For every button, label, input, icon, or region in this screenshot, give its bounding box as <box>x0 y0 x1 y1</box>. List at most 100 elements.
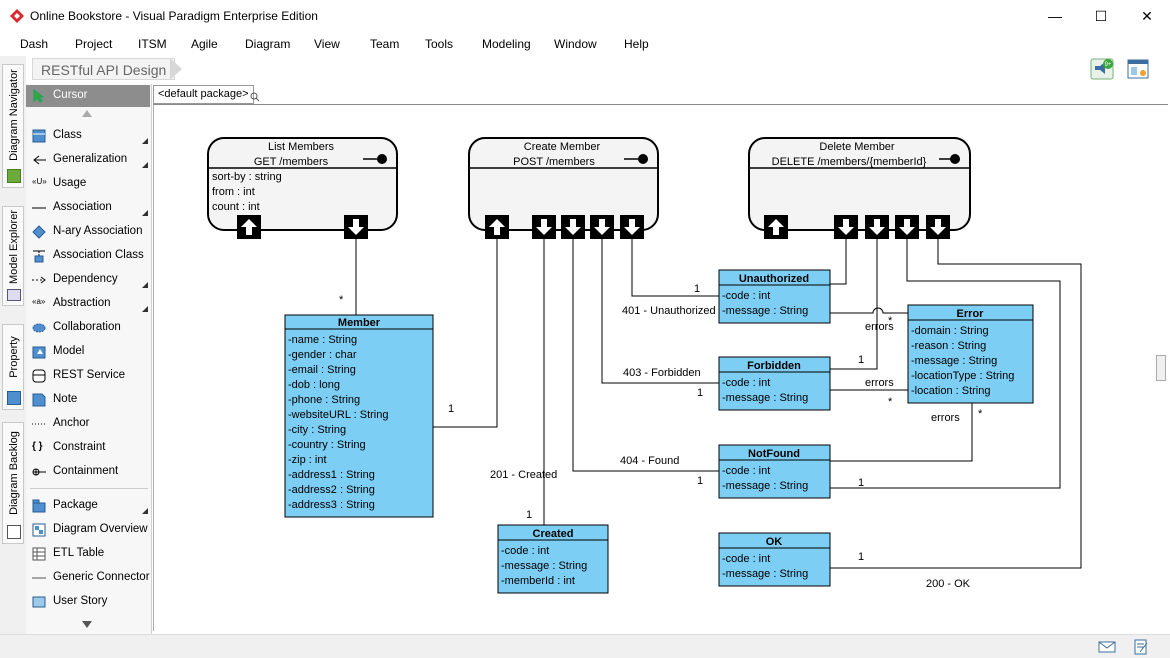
palette-note[interactable]: Note <box>26 389 150 411</box>
menu-view[interactable]: View <box>314 37 340 51</box>
palette-abstraction[interactable]: «a» Abstraction <box>26 293 150 315</box>
abstraction-icon: «a» <box>32 297 46 306</box>
resource-endpoint: POST /members <box>513 156 595 168</box>
connector-delete-unauthorized[interactable] <box>830 239 847 285</box>
menu-agile[interactable]: Agile <box>191 37 218 51</box>
menu-itsm[interactable]: ITSM <box>138 37 167 51</box>
class-attribute: -code : int <box>722 553 770 565</box>
palette-package[interactable]: Package <box>26 495 150 517</box>
connector-unauthorized-error[interactable] <box>830 307 908 314</box>
palette-containment[interactable]: Containment <box>26 461 150 483</box>
resource-delete-member[interactable]: Delete Member DELETE /members/{memberId} <box>748 137 971 239</box>
palette-dependency[interactable]: Dependency <box>26 269 150 291</box>
diagram-svg[interactable]: List Members GET /members sort-by : stri… <box>154 105 1168 631</box>
class-created[interactable]: Created -code : int -message : String -m… <box>497 524 609 594</box>
tab-model-explorer[interactable]: Model Explorer <box>2 206 24 306</box>
connector-create-unauthorized[interactable] <box>631 239 719 297</box>
palette-user-story[interactable]: User Story <box>26 591 150 613</box>
search-icon[interactable] <box>250 92 260 102</box>
expand-icon <box>142 508 148 514</box>
diagram-canvas[interactable]: List Members GET /members sort-by : stri… <box>153 104 1168 631</box>
palette-class[interactable]: Class <box>26 125 150 147</box>
palette-package-label: Package <box>53 499 98 511</box>
palette-diagram-overview[interactable]: Diagram Overview <box>26 519 150 541</box>
scroll-down-icon[interactable] <box>82 621 92 628</box>
breadcrumb[interactable]: RESTful API Design <box>32 58 176 80</box>
menu-project[interactable]: Project <box>75 37 113 51</box>
tab-diagram-backlog[interactable]: Diagram Backlog <box>2 422 24 544</box>
package-tab[interactable]: <default package> <box>153 85 254 104</box>
lollipop-icon <box>638 154 648 164</box>
notifications-icon[interactable]: 9+ <box>1090 58 1114 80</box>
connector-create-notfound[interactable] <box>572 239 719 472</box>
connector-delete-notfound[interactable] <box>830 239 1061 489</box>
class-unauthorized[interactable]: Unauthorized -code : int -message : Stri… <box>718 269 831 324</box>
palette-cursor[interactable]: Cursor <box>26 85 150 107</box>
scroll-up-icon[interactable] <box>82 110 92 117</box>
class-error[interactable]: Error -domain : String -reason : String … <box>907 304 1034 404</box>
palette-usage[interactable]: «U» Usage <box>26 173 150 195</box>
panel-resize-handle[interactable] <box>1156 355 1166 381</box>
tab-diagram-navigator[interactable]: Diagram Navigator <box>2 64 24 188</box>
class-notfound[interactable]: NotFound -code : int -message : String <box>718 444 831 499</box>
class-forbidden[interactable]: Forbidden -code : int -message : String <box>718 356 831 411</box>
class-member[interactable]: Member -name : String -gender : char -em… <box>284 314 434 518</box>
connector-create-member[interactable] <box>433 239 498 428</box>
menu-help[interactable]: Help <box>624 37 649 51</box>
connector-create-forbidden[interactable] <box>601 239 719 384</box>
class-attribute: -email : String <box>288 364 356 376</box>
resource-list-members[interactable]: List Members GET /members sort-by : stri… <box>207 137 398 239</box>
role-label: 403 - Forbidden <box>623 367 701 379</box>
resource-param: sort-by : string <box>212 171 282 183</box>
palette-anchor[interactable]: Anchor <box>26 413 150 435</box>
multiplicity-label: * <box>888 396 893 408</box>
palette-association[interactable]: Association <box>26 197 150 219</box>
window-title: Online Bookstore - Visual Paradigm Enter… <box>30 9 318 23</box>
menu-dash[interactable]: Dash <box>20 37 49 51</box>
notes-icon[interactable] <box>1132 639 1150 655</box>
palette-nary-association[interactable]: N-ary Association <box>26 221 150 243</box>
menu-diagram[interactable]: Diagram <box>245 37 291 51</box>
layout-settings-icon[interactable] <box>1126 58 1150 80</box>
model-icon <box>32 346 46 359</box>
palette-abstraction-label: Abstraction <box>53 297 111 309</box>
palette-note-label: Note <box>53 393 78 405</box>
palette-model[interactable]: Model <box>26 341 150 363</box>
tab-property[interactable]: Property <box>2 324 24 410</box>
palette-generalization[interactable]: Generalization <box>26 149 150 171</box>
containment-icon <box>32 468 46 476</box>
palette-generic-connector[interactable]: Generic Connector <box>26 567 150 589</box>
class-attribute: -memberId : int <box>501 575 575 587</box>
class-ok[interactable]: OK -code : int -message : String <box>718 532 831 587</box>
palette-rest-service-label: REST Service <box>53 369 126 381</box>
connector-delete-ok[interactable] <box>830 239 1082 569</box>
maximize-button[interactable]: ☐ <box>1078 0 1124 32</box>
role-label: 401 - Unauthorized <box>622 305 716 317</box>
close-button[interactable]: ✕ <box>1124 0 1170 32</box>
menu-modeling[interactable]: Modeling <box>482 37 531 51</box>
class-attribute: -country : String <box>288 439 366 451</box>
menu-window[interactable]: Window <box>554 37 597 51</box>
connector-delete-forbidden[interactable] <box>830 239 878 370</box>
minimize-button[interactable]: — <box>1032 0 1078 32</box>
menu-team[interactable]: Team <box>370 37 400 51</box>
mail-icon[interactable] <box>1098 639 1116 655</box>
palette-etl-table[interactable]: ETL Table <box>26 543 150 565</box>
connector-notfound-error[interactable] <box>830 403 973 462</box>
nary-association-icon <box>32 225 46 239</box>
palette-containment-label: Containment <box>53 465 119 477</box>
resource-create-member[interactable]: Create Member POST /members <box>468 137 659 239</box>
menu-tools[interactable]: Tools <box>425 37 454 51</box>
palette-association-class[interactable]: Association Class <box>26 245 150 267</box>
multiplicity-label: 1 <box>858 477 864 489</box>
class-attribute: -name : String <box>288 334 357 346</box>
palette-rest-service[interactable]: REST Service <box>26 365 150 387</box>
resource-endpoint: DELETE /members/{memberId} <box>772 156 927 168</box>
palette-collaboration[interactable]: Collaboration <box>26 317 150 339</box>
palette-user-story-label: User Story <box>53 595 108 607</box>
class-attribute: -message : String <box>501 560 587 572</box>
role-label: 200 - OK <box>926 578 971 590</box>
class-attribute: -message : String <box>722 480 808 492</box>
role-label: errors <box>865 321 894 333</box>
palette-constraint[interactable]: { } Constraint <box>26 437 150 459</box>
